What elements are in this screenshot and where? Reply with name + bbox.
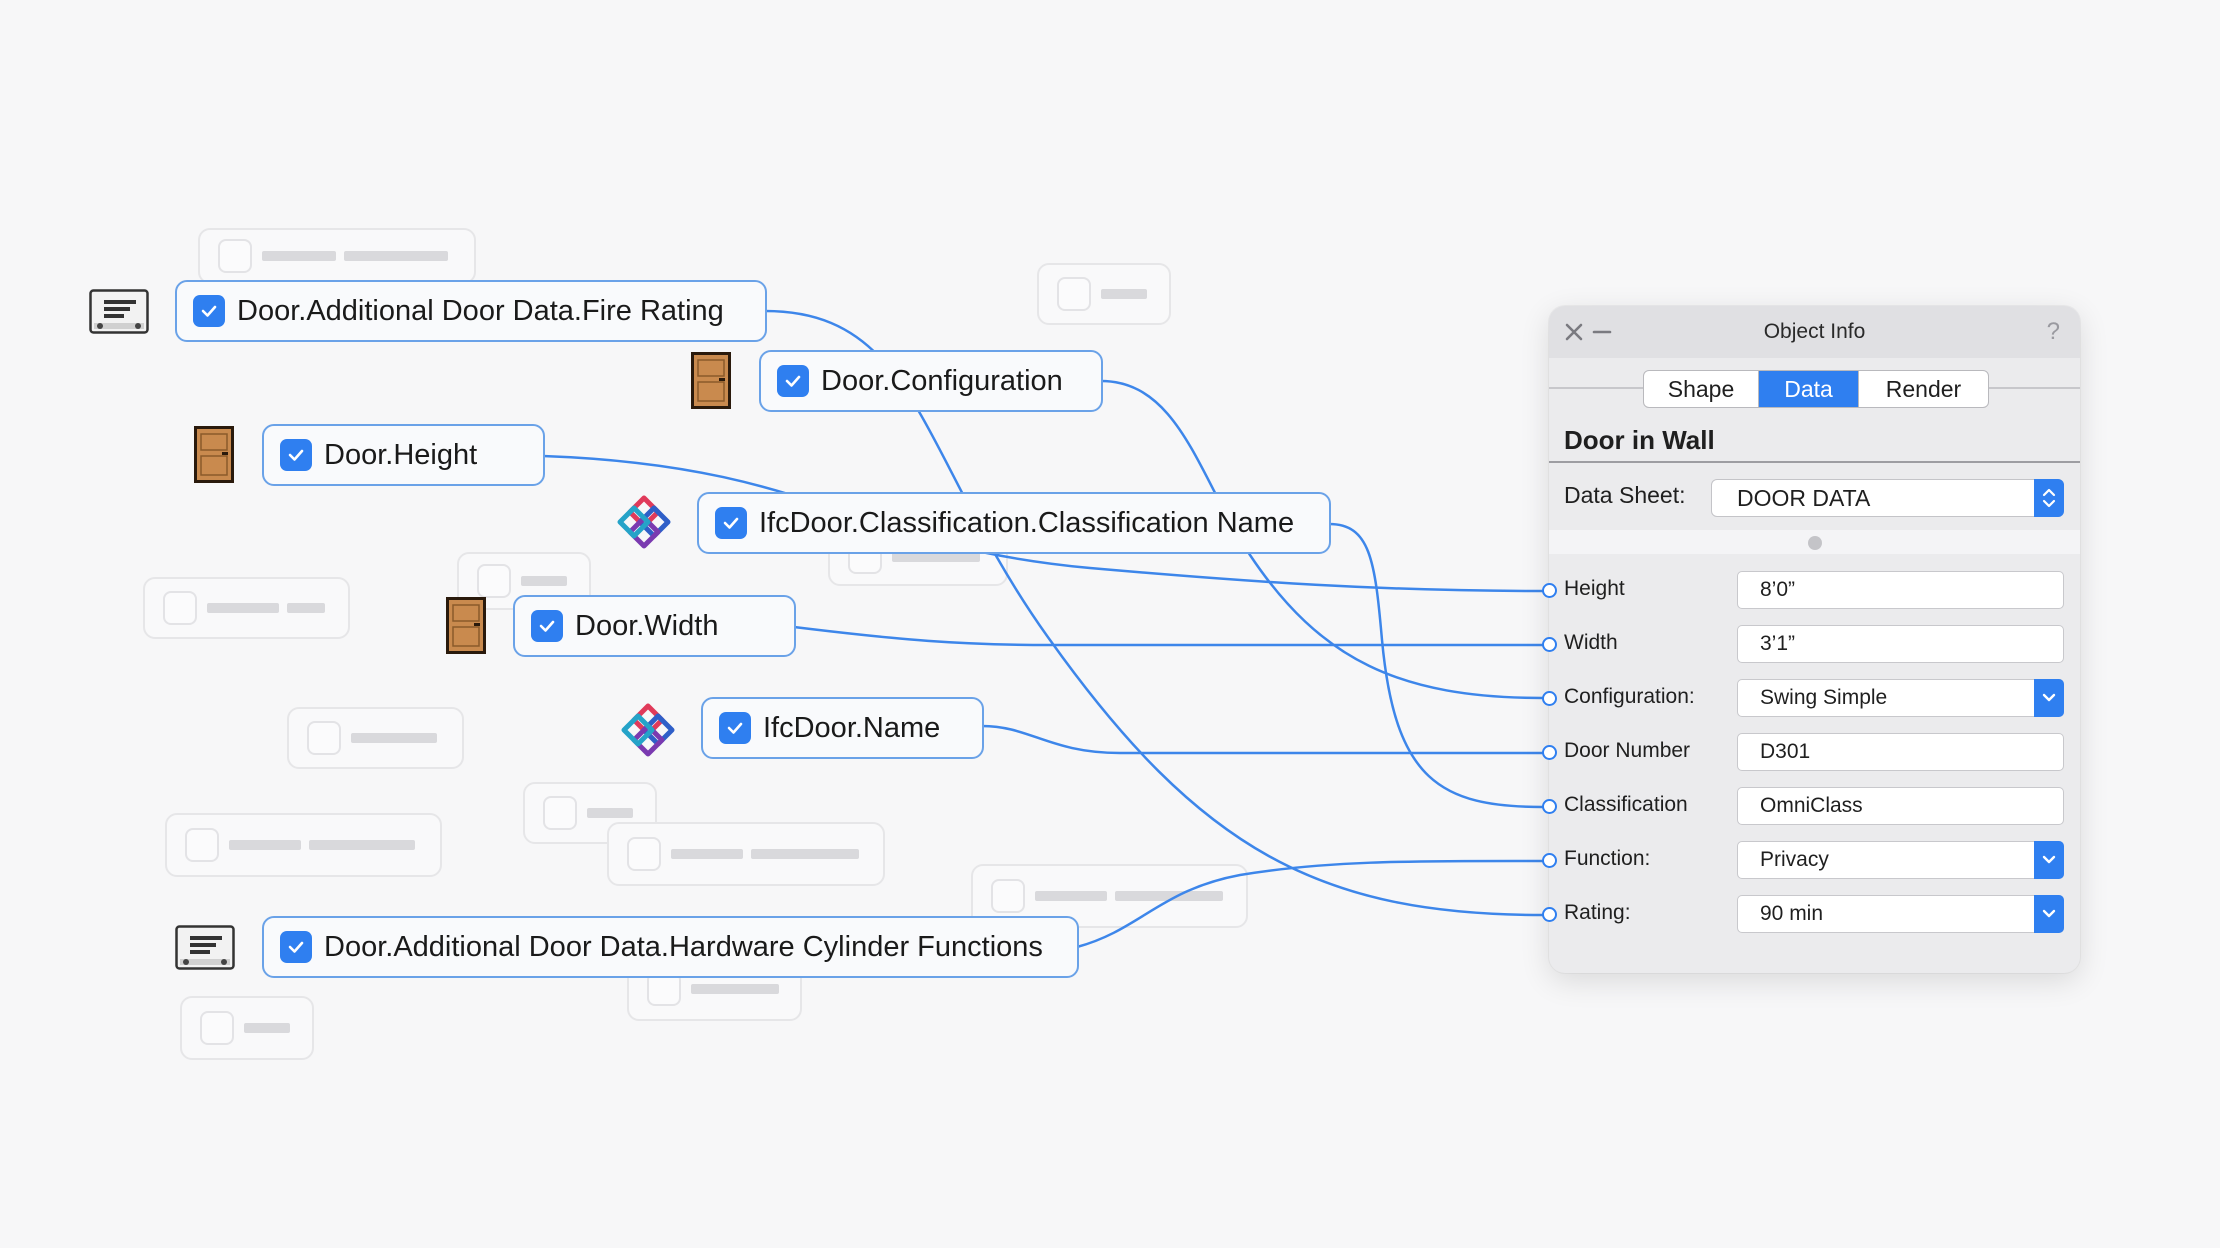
port-icon[interactable] [1542,907,1557,922]
node-label: IfcDoor.Name [763,712,941,744]
port-icon[interactable] [1542,691,1557,706]
chevron-down-icon[interactable] [2034,841,2064,879]
rating-select[interactable]: 90 min [1737,895,2064,933]
port-icon[interactable] [1542,637,1557,652]
field-value: 8’0” [1760,578,1796,601]
wire-width-to-width [792,625,1545,647]
chevron-down-icon[interactable] [2034,895,2064,933]
record-format-icon [89,289,149,334]
field-label: Function: [1564,847,1651,870]
data-sheet-label: Data Sheet: [1564,482,1686,508]
field-value: OmniClass [1760,794,1863,817]
node-label: Door.Additional Door Data.Fire Rating [237,295,724,327]
ifc-logo-icon [617,495,671,549]
field-label: Door Number [1564,739,1691,762]
divider [1549,461,2080,463]
panel-titlebar[interactable]: Object Info ? [1549,306,2080,358]
function-select[interactable]: Privacy [1737,841,2064,879]
field-value: Swing Simple [1760,686,1888,709]
field-label: Rating: [1564,901,1631,924]
checkbox-checked-icon[interactable] [715,507,747,539]
node-label: Door.Width [575,610,719,642]
port-icon[interactable] [1542,799,1557,814]
node-label: IfcDoor.Classification.Classification Na… [759,507,1295,539]
classification-field[interactable]: OmniClass [1737,787,2064,825]
data-sheet-select[interactable]: DOOR DATA [1711,479,2064,517]
node-width[interactable]: Door.Width [513,595,796,657]
ghost-node [1037,263,1171,325]
panel-tabs: Shape Data Render [1643,370,1989,408]
field-value: 90 min [1760,902,1824,925]
field-label: Classification [1564,793,1688,816]
field-row-classification: Classification OmniClass [1542,787,2080,827]
ifc-logo-icon [621,703,675,757]
minimize-icon[interactable] [1591,321,1613,343]
field-label: Width [1564,631,1618,654]
tab-render[interactable]: Render [1858,371,1988,407]
port-icon[interactable] [1542,583,1557,598]
node-label: Door.Height [324,439,478,471]
field-row-width: Width 3’1” [1542,625,2080,665]
ghost-node [143,577,350,639]
ghost-node [198,228,476,284]
close-icon[interactable] [1563,321,1585,343]
node-ifc-name[interactable]: IfcDoor.Name [701,697,984,759]
node-hardware[interactable]: Door.Additional Door Data.Hardware Cylin… [262,916,1079,978]
configuration-select[interactable]: Swing Simple [1737,679,2064,717]
height-field[interactable]: 8’0” [1737,571,2064,609]
field-value: Privacy [1760,848,1829,871]
field-label: Height [1564,577,1625,600]
field-row-height: Height 8’0” [1542,571,2080,611]
panel-title: Object Info [1763,320,1866,343]
data-sheet-value: DOOR DATA [1737,485,1871,511]
record-format-icon [175,925,235,970]
checkbox-checked-icon[interactable] [531,610,563,642]
node-height[interactable]: Door.Height [262,424,545,486]
width-field[interactable]: 3’1” [1737,625,2064,663]
stepper-icon[interactable] [2034,479,2064,517]
field-value: 3’1” [1760,632,1796,655]
field-row-function: Function: Privacy [1542,841,2080,881]
resize-strip[interactable] [1549,530,2080,554]
port-icon[interactable] [1542,853,1557,868]
tab-shape[interactable]: Shape [1644,371,1759,407]
node-label: Door.Configuration [821,365,1063,397]
resize-handle[interactable] [1808,536,1822,550]
field-row-door-number: Door Number D301 [1542,733,2080,773]
help-icon[interactable]: ? [2046,318,2060,345]
ghost-node [287,707,464,769]
field-label: Configuration: [1564,685,1695,708]
object-title: Door in Wall [1564,425,1715,455]
ghost-node [180,996,314,1060]
checkbox-checked-icon[interactable] [719,712,751,744]
node-configuration[interactable]: Door.Configuration [759,350,1103,412]
field-value: D301 [1760,740,1811,763]
object-info-panel: Object Info ? Shape Data Render Door in … [1542,306,2080,973]
wire-classification-to-classification [1327,522,1545,809]
node-fire-rating[interactable]: Door.Additional Door Data.Fire Rating [175,280,767,342]
checkbox-checked-icon[interactable] [280,439,312,471]
chevron-down-icon[interactable] [2034,679,2064,717]
door-icon [691,352,731,409]
node-classification-name[interactable]: IfcDoor.Classification.Classification Na… [697,492,1331,554]
checkbox-checked-icon[interactable] [280,931,312,963]
ghost-node [607,822,885,886]
door-number-field[interactable]: D301 [1737,733,2064,771]
door-icon [446,597,486,654]
tab-data[interactable]: Data [1759,371,1858,407]
ghost-node [523,782,657,844]
port-icon[interactable] [1542,745,1557,760]
node-label: Door.Additional Door Data.Hardware Cylin… [324,931,1043,963]
checkbox-checked-icon[interactable] [777,365,809,397]
door-icon [194,426,234,483]
checkbox-checked-icon[interactable] [193,295,225,327]
wire-ifc-name-to-door-number [980,724,1545,755]
field-row-rating: Rating: 90 min [1542,895,2080,935]
field-row-configuration: Configuration: Swing Simple [1542,679,2080,719]
ghost-node [165,813,442,877]
